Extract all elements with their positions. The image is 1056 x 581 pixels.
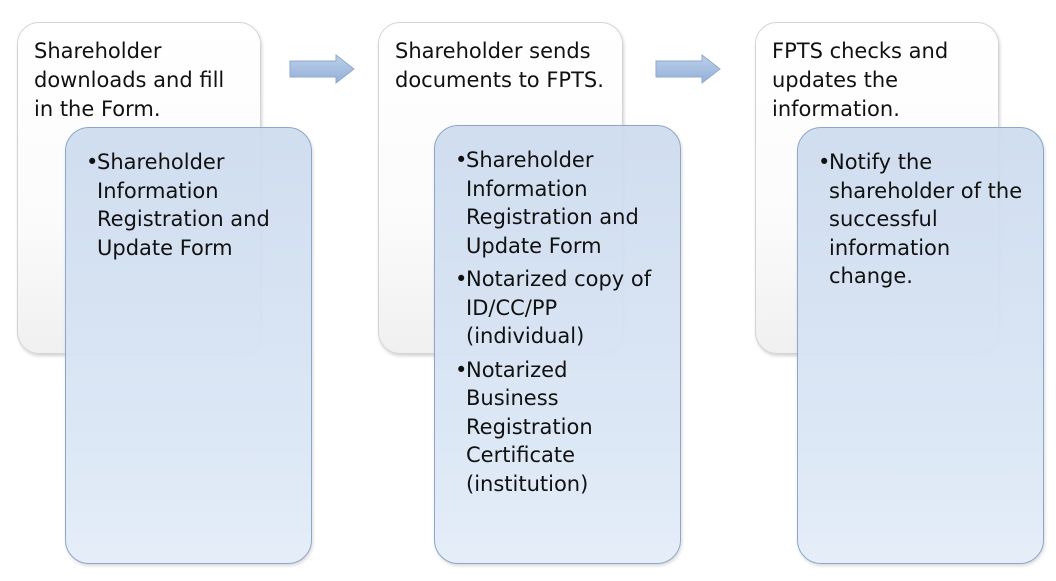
step-2-detail: Shareholder Information Registration and… [434,125,681,564]
step-1-detail-list: Shareholder Information Registration and… [86,148,297,262]
step-2-detail-item-1: Shareholder Information Registration and… [455,146,666,260]
step-2-header-text: Shareholder sends documents to FPTS. [395,39,604,92]
step-1-detail: Shareholder Information Registration and… [65,127,312,564]
step-1-header-text: Shareholder downloads and fill in the Fo… [34,39,225,121]
step-2-detail-list: Shareholder Information Registration and… [455,146,666,498]
step-1-detail-item: Shareholder Information Registration and… [86,148,297,262]
arrow-right-icon [289,54,355,84]
step-3-header-text: FPTS checks and updates the information. [772,39,949,121]
step-3-detail: Notify the shareholder of the successful… [797,127,1044,564]
step-3-detail-item: Notify the shareholder of the successful… [818,148,1029,291]
step-2-detail-item-2: Notarized copy of ID/CC/PP (individual) [455,265,666,351]
step-2-detail-item-3: Notarized Business Registration Certific… [455,356,666,499]
arrow-right-icon [655,54,721,84]
step-3-detail-list: Notify the shareholder of the successful… [818,148,1029,291]
